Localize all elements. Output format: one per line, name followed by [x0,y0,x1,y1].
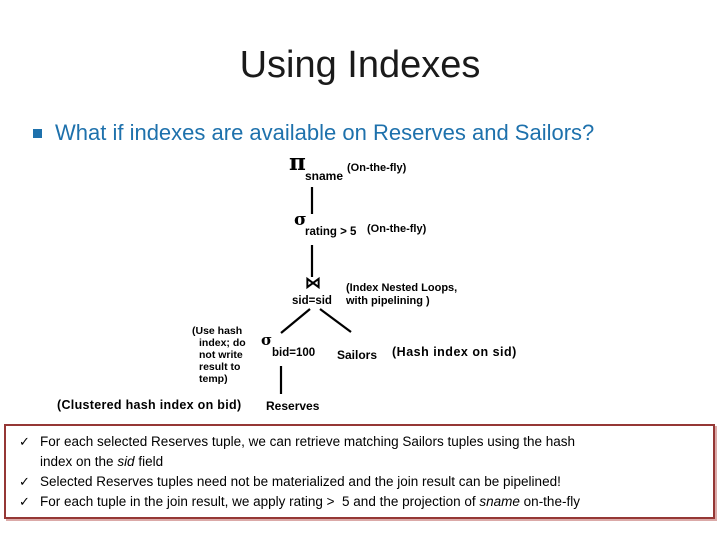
square-bullet-icon [33,129,42,138]
select-bid-operator: σ [261,331,273,349]
summary-item-text: For each tuple in the join result, we ap… [40,492,580,512]
join-note: (Index Nested Loops, with pipelining ) [346,282,457,308]
page-title: Using Indexes [239,44,481,86]
checkmark-icon: ✓ [19,494,30,509]
project-operator: π [289,149,306,176]
summary-box: ✓ For each selected Reserves tuple, we c… [4,424,715,519]
select-rating-note: (On-the-fly) [367,223,427,235]
join-operator: ⋈ [305,275,321,292]
summary-text-italic: sname [479,494,520,509]
use-hash-note-line: (Use hash [192,325,243,337]
select-bid-subscript: bid=100 [272,347,316,359]
summary-item-text: Selected Reserves tuples need not be mat… [40,472,561,492]
summary-item-text: For each selected Reserves tuple, we can… [40,432,575,472]
select-rating-subscript: rating > 5 [305,226,357,238]
edge-join-left [280,308,311,334]
reserves-relation-label: Reserves [266,399,320,413]
summary-text-segment: For each tuple in the join result, we ap… [40,494,480,509]
use-hash-note-line: temp) [199,373,228,385]
sailors-relation-label: Sailors [337,348,378,362]
checkmark-icon: ✓ [19,434,30,449]
use-hash-note-line: result to [199,361,241,373]
bullet-row: What if indexes are available on Reserve… [33,120,594,146]
edge-join-right [319,308,352,333]
select-rating-operator: σ [294,210,307,230]
list-item: ✓ For each selected Reserves tuple, we c… [16,432,705,472]
checkmark-icon: ✓ [19,474,30,489]
use-hash-note-line: index; do [199,337,246,349]
use-hash-note: (Use hash index; do not write result to … [192,325,246,385]
project-note: (On-the-fly) [347,162,407,174]
sailors-index-note: (Hash index on sid) [392,345,517,359]
join-note-line2: with pipelining ) [346,295,430,307]
summary-text-segment: For each selected Reserves tuple, we can… [40,434,576,469]
join-subscript: sid=sid [292,295,332,307]
summary-text-segment: on-the-fly [519,494,580,509]
join-note-line1: (Index Nested Loops, [346,282,458,294]
use-hash-note-line: not write [199,349,243,361]
list-item: ✓ For each tuple in the join result, we … [16,492,705,512]
reserves-index-note: (Clustered hash index on bid) [57,398,242,412]
bullet-text: What if indexes are available on Reserve… [55,120,595,145]
list-item: ✓ Selected Reserves tuples need not be m… [16,472,705,492]
summary-text-segment: Selected Reserves tuples need not be mat… [40,474,561,489]
project-subscript: sname [305,169,344,183]
summary-text-segment: field [134,454,164,469]
summary-text-italic: sid [117,454,135,469]
